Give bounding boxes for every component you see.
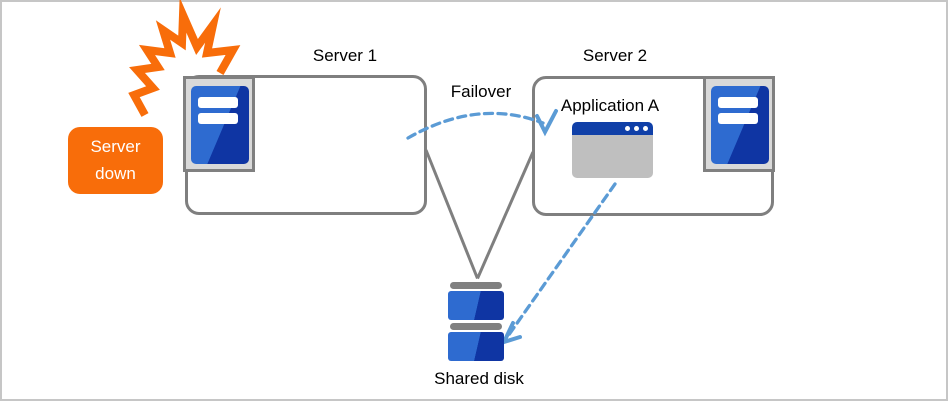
server1-tower-icon	[183, 76, 255, 172]
app-to-disk-arrowhead-icon	[500, 321, 522, 346]
app-to-disk-dashed-arrow	[506, 182, 617, 338]
server-down-badge-line2: down	[95, 163, 136, 183]
app-window-body	[572, 135, 653, 178]
window-dot-icon	[643, 126, 648, 131]
server-slot-bar	[718, 97, 758, 108]
server-down-badge: Server down	[68, 127, 163, 194]
server-slot-bar	[198, 113, 238, 124]
failover-dashed-arrow	[406, 111, 545, 140]
server2-label: Server 2	[582, 46, 648, 65]
disk-cap-bar	[450, 282, 502, 289]
disk-unit	[448, 291, 504, 320]
server2-to-disk-line	[476, 151, 535, 280]
disk-unit	[448, 332, 504, 361]
server2-tower-icon	[703, 76, 775, 172]
app-window-titlebar	[572, 122, 653, 135]
server-slot-bar	[198, 97, 238, 108]
failover-label: Failover	[450, 82, 512, 101]
explosion-icon	[128, 0, 241, 117]
server1-label: Server 1	[312, 46, 378, 65]
server-tower-body	[711, 86, 769, 164]
window-dot-icon	[625, 126, 630, 131]
server1-to-disk-line	[424, 149, 479, 280]
failover-arrowhead-icon	[535, 109, 558, 137]
server-tower-body	[191, 86, 249, 164]
application-label: Application A	[560, 96, 660, 115]
server-down-badge-line1: Server	[90, 137, 141, 157]
window-dot-icon	[634, 126, 639, 131]
server-slot-bar	[718, 113, 758, 124]
disk-cap-bar	[450, 323, 502, 330]
shared-disk-label: Shared disk	[434, 369, 524, 388]
disk-stack-icon	[448, 282, 504, 361]
app-window-icon	[572, 122, 653, 178]
